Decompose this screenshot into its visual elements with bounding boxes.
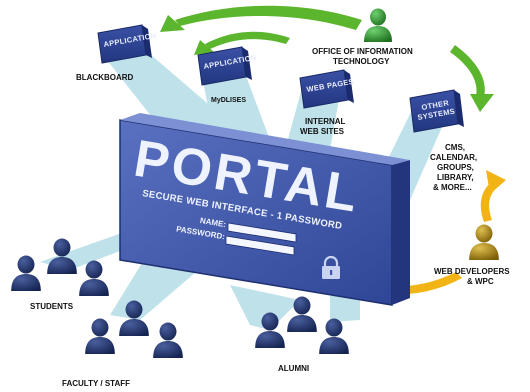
caption-other-line: CALENDAR, [430,153,477,162]
webdev-label-line: WEB DEVELOPERS [434,267,510,276]
person-icon-faculty [85,318,115,354]
system-box-other-systems: OTHER SYSTEMS [409,89,464,133]
person-icon-student [79,260,109,296]
person-icon-student [11,255,41,291]
name-label: NAME: [199,216,226,229]
caption-other-line: & MORE... [433,183,472,192]
caption-blackboard: BLACKBOARD [76,73,134,82]
students-label: STUDENTS [30,302,74,311]
person-icon-web-developers [469,224,499,260]
green-curved-arrow-icon [160,5,494,112]
caption-internal-line: INTERNAL [305,117,346,126]
system-box-blackboard: APPLICATION [97,24,157,64]
system-box-web-pages: WEB PAGES [299,69,355,109]
caption-internal-line: WEB SITES [300,127,345,136]
caption-other-line: GROUPS, [437,163,474,172]
password-field[interactable] [225,235,295,256]
oit-label-line: OFFICE OF INFORMATION [312,47,413,56]
oit-label-line: TECHNOLOGY [333,57,390,66]
person-icon-alumni [319,318,349,354]
person-icon-faculty [153,322,183,358]
caption-other-line: LIBRARY, [437,173,474,182]
caption-other-line: CMS, [445,143,465,152]
portal-panel: PORTAL SECURE WEB INTERFACE - 1 PASSWORD… [119,113,410,306]
webdev-label-line: & WPC [467,277,494,286]
name-field[interactable] [227,222,297,243]
lock-icon [322,255,340,279]
caption-other-systems: CMS, CALENDAR, GROUPS, LIBRARY, & MORE..… [430,143,477,192]
faculty-label: FACULTY / STAFF [62,379,130,388]
caption-mydlises: MyDLISES [211,97,246,104]
faculty-group [85,300,183,358]
alumni-label: ALUMNI [278,364,309,373]
person-icon-oit [364,8,392,42]
system-box-mydlises: APPLICATION [197,46,257,86]
